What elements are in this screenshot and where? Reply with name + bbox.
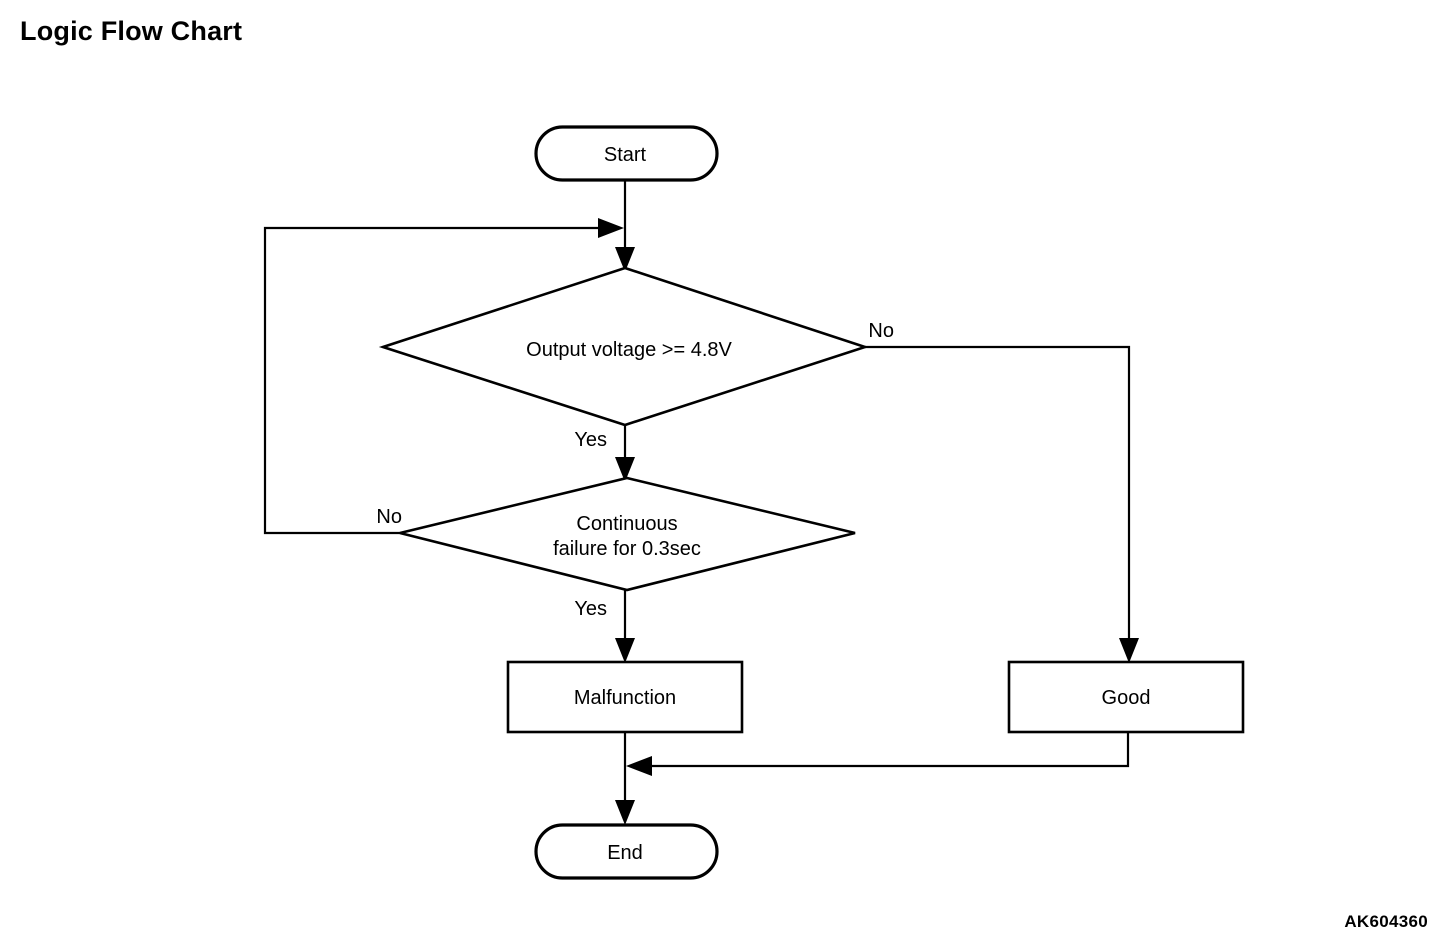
node-decision-voltage-label: Output voltage >= 4.8V (526, 339, 732, 361)
node-good-label: Good (1102, 687, 1151, 709)
arrowhead-into-good (1119, 638, 1139, 663)
connector-loopback-no-failure (263, 226, 618, 535)
arrowhead-merge-into-end-line (626, 756, 652, 776)
connector-no-to-good (865, 345, 1131, 658)
drawing-reference-watermark: AK604360 (1344, 912, 1428, 931)
edge-label-yes-failure: Yes (574, 598, 607, 620)
node-end-shape[interactable] (534, 823, 719, 880)
arrowhead-into-malfunction (615, 638, 635, 663)
node-malfunction-label: Malfunction (574, 687, 676, 709)
arrowhead-loopback-into-main-line (598, 218, 624, 238)
node-malfunction-shape[interactable] (506, 660, 744, 734)
node-start-shape[interactable] (534, 125, 719, 182)
edge-label-yes-voltage: Yes (574, 429, 607, 451)
node-decision-failure-label-line1: Continuous (576, 513, 677, 535)
node-decision-failure-label-line2: failure for 0.3sec (553, 538, 701, 560)
edge-label-no-failure: No (376, 506, 402, 528)
arrowhead-into-decision-failure (615, 457, 635, 482)
arrowhead-into-end (615, 800, 635, 825)
arrowhead-into-decision-voltage (615, 247, 635, 272)
node-start-label: Start (604, 144, 647, 166)
page-title: Logic Flow Chart (20, 16, 243, 46)
edge-label-no-voltage: No (868, 320, 894, 342)
connector-good-to-end-merge (632, 732, 1130, 768)
node-good-shape[interactable] (1007, 660, 1245, 734)
node-end-label: End (607, 842, 643, 864)
decision-continuous-failure-shape (399, 476, 856, 592)
